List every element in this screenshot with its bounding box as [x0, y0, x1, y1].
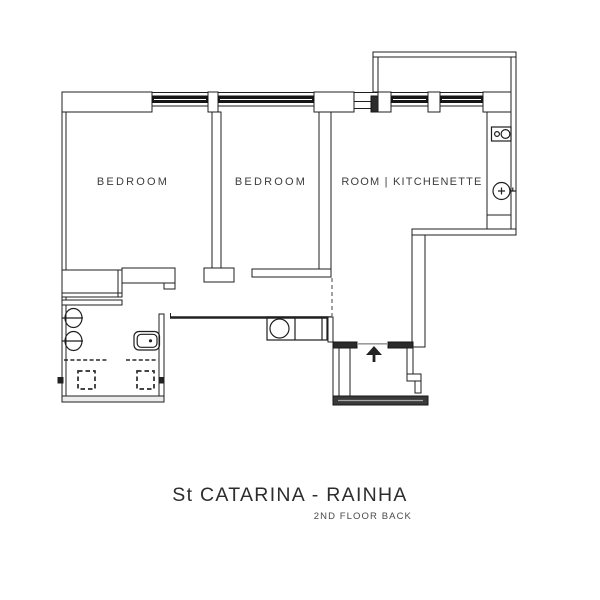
room-label-bedroom-2: BEDROOM: [234, 176, 308, 188]
valve-icon: [158, 377, 165, 384]
stairs-up-arrow-icon: [366, 346, 382, 362]
stove-icon: [490, 126, 512, 142]
bumpout-left-wall: [372, 56, 379, 93]
valve-icon: [57, 377, 64, 384]
bumpout-top-wall: [372, 51, 517, 58]
plan-title: St CATARINA - RAINHA: [172, 484, 408, 506]
room-label-kitchenette: ROOM | KITCHENETTE: [341, 176, 483, 188]
shower-tray-icon: [77, 370, 96, 390]
bathroom-fixtures: [57, 307, 165, 390]
window-glyph: [218, 95, 314, 107]
window-glyph: [391, 95, 428, 107]
sink-faucet-icon: [492, 181, 517, 201]
washing-machine-icon: [269, 318, 290, 339]
exterior-walls: [61, 51, 517, 402]
washbasin-icon: [62, 307, 83, 329]
shower-tray-icon: [136, 370, 155, 390]
toilet-icon: [133, 330, 161, 351]
interior-walls: [61, 111, 334, 403]
washbasin-icon: [62, 330, 83, 352]
windows: [152, 95, 483, 107]
window-glyph: [152, 95, 208, 107]
laundry-counter: [266, 316, 328, 341]
plan-subtitle: 2ND FLOOR BACK: [313, 511, 412, 522]
room-label-bedroom-1: BEDROOM: [96, 176, 170, 188]
kitchenette-counter: [486, 112, 517, 229]
window-glyph: [440, 95, 483, 107]
stair-room: [332, 341, 429, 406]
